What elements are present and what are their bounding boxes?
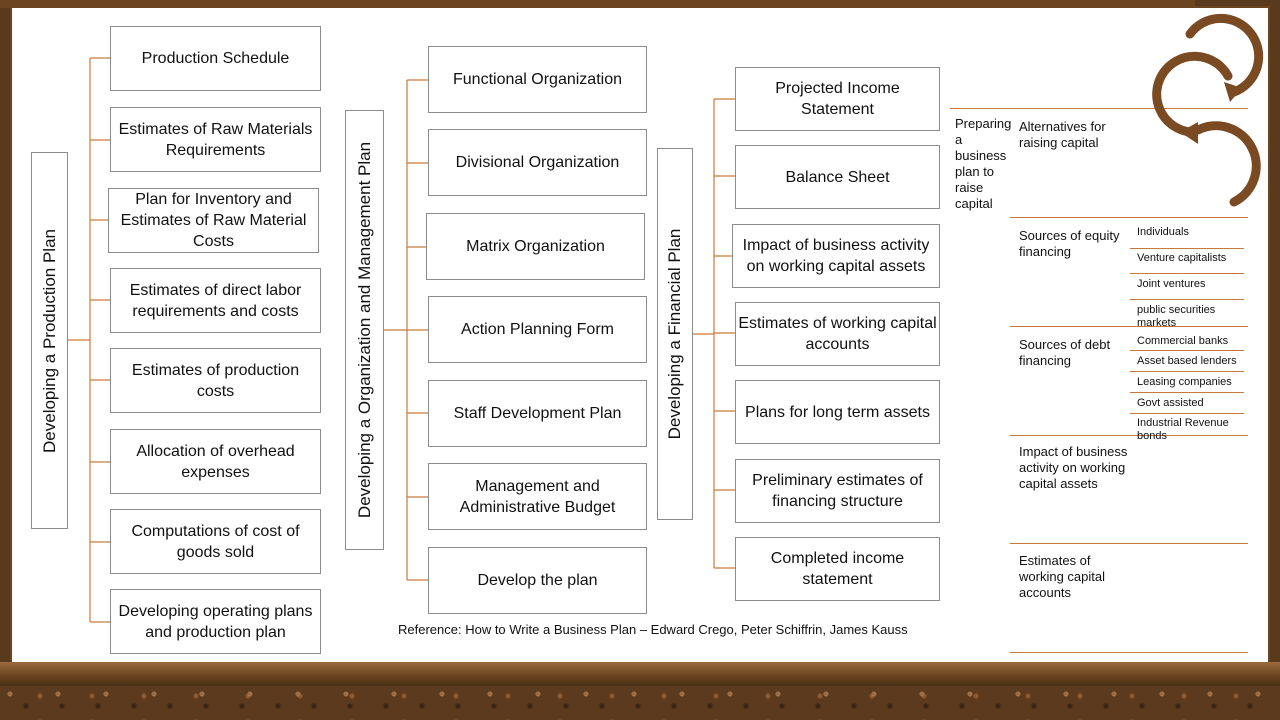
capital-row-rule-3 [1010,435,1248,436]
debt-source-1: Commercial banks [1137,335,1229,347]
financial-item-5: Plans for long term assets [735,380,940,444]
financial-item-6: Preliminary estimates of financing struc… [735,459,940,523]
reference-citation: Reference: How to Write a Business Plan … [398,622,908,637]
equity-source-3: Joint ventures [1137,278,1206,290]
organization-item-1: Functional Organization [428,46,647,113]
organization-item-3: Matrix Organization [426,213,645,280]
production-item-1: Production Schedule [110,26,321,91]
production-item-8: Developing operating plans and productio… [110,589,321,654]
debt-rule-2 [1130,371,1244,372]
circular-arrows-icon [1152,13,1264,207]
bottom-rail [0,662,1280,686]
organization-plan-title: Developing a Organization and Management… [345,110,384,550]
organization-item-2: Divisional Organization [428,129,647,196]
production-plan-title: Developing a Production Plan [31,152,68,529]
equity-rule-3 [1130,299,1244,300]
capital-row-equity: Sources of equity financing [1019,228,1120,259]
production-item-2: Estimates of Raw Materials Requirements [110,107,321,172]
capital-row-estimates: Estimates of working capital accounts [1019,553,1105,600]
bottom-texture [0,686,1280,720]
capital-row-alternatives: Alternatives for raising capital [1019,119,1106,150]
equity-source-2: Venture capitalists [1137,252,1227,264]
capital-row-rule-5 [1010,652,1248,653]
production-plan-title-text: Developing a Production Plan [39,228,59,453]
organization-item-5: Staff Development Plan [428,380,647,447]
debt-rule-4 [1130,413,1244,414]
capital-row-impact: Impact of business activity on working c… [1019,444,1128,491]
production-item-5: Estimates of production costs [110,348,321,413]
production-item-7: Computations of cost of goods sold [110,509,321,574]
organization-item-4: Action Planning Form [428,296,647,363]
financial-item-4: Estimates of working capital accounts [735,302,940,366]
equity-source-4: public securities markets [1137,304,1216,326]
debt-rule-1 [1130,350,1244,351]
production-item-4: Estimates of direct labor requirements a… [110,268,321,333]
capital-row-rule-1 [1010,217,1248,218]
debt-source-5: Industrial Revenue bonds [1137,417,1229,442]
debt-source-2: Asset based lenders [1137,355,1237,367]
organization-item-6: Management and Administrative Budget [428,463,647,530]
top-frame-strip [0,0,1195,8]
debt-rule-3 [1130,392,1244,393]
financial-item-2: Balance Sheet [735,145,940,209]
capital-row-debt: Sources of debt financing [1019,337,1111,368]
capital-row-rule-4 [1010,543,1248,544]
equity-rule-1 [1130,248,1244,249]
financial-item-7: Completed income statement [735,537,940,601]
equity-source-1: Individuals [1137,226,1189,238]
financial-plan-title-text: Developing a Financial Plan [665,228,684,440]
capital-row-rule-2 [1010,326,1248,327]
capital-title-rule [950,108,1248,109]
capital-plan-title: Preparing a business plan to raise capit… [955,116,1012,211]
financial-item-1: Projected Income Statement [735,67,940,131]
debt-source-3: Leasing companies [1137,376,1232,388]
financial-plan-title: Developing a Financial Plan [657,148,693,520]
organization-plan-title-text: Developing a Organization and Management… [354,141,374,519]
organization-item-7: Develop the plan [428,547,647,614]
production-item-6: Allocation of overhead expenses [110,429,321,494]
production-item-3: Plan for Inventory and Estimates of Raw … [108,188,319,253]
financial-item-3: Impact of business activity on working c… [732,224,940,288]
debt-source-4: Govt assisted programs [1137,397,1204,413]
equity-rule-2 [1130,273,1244,274]
